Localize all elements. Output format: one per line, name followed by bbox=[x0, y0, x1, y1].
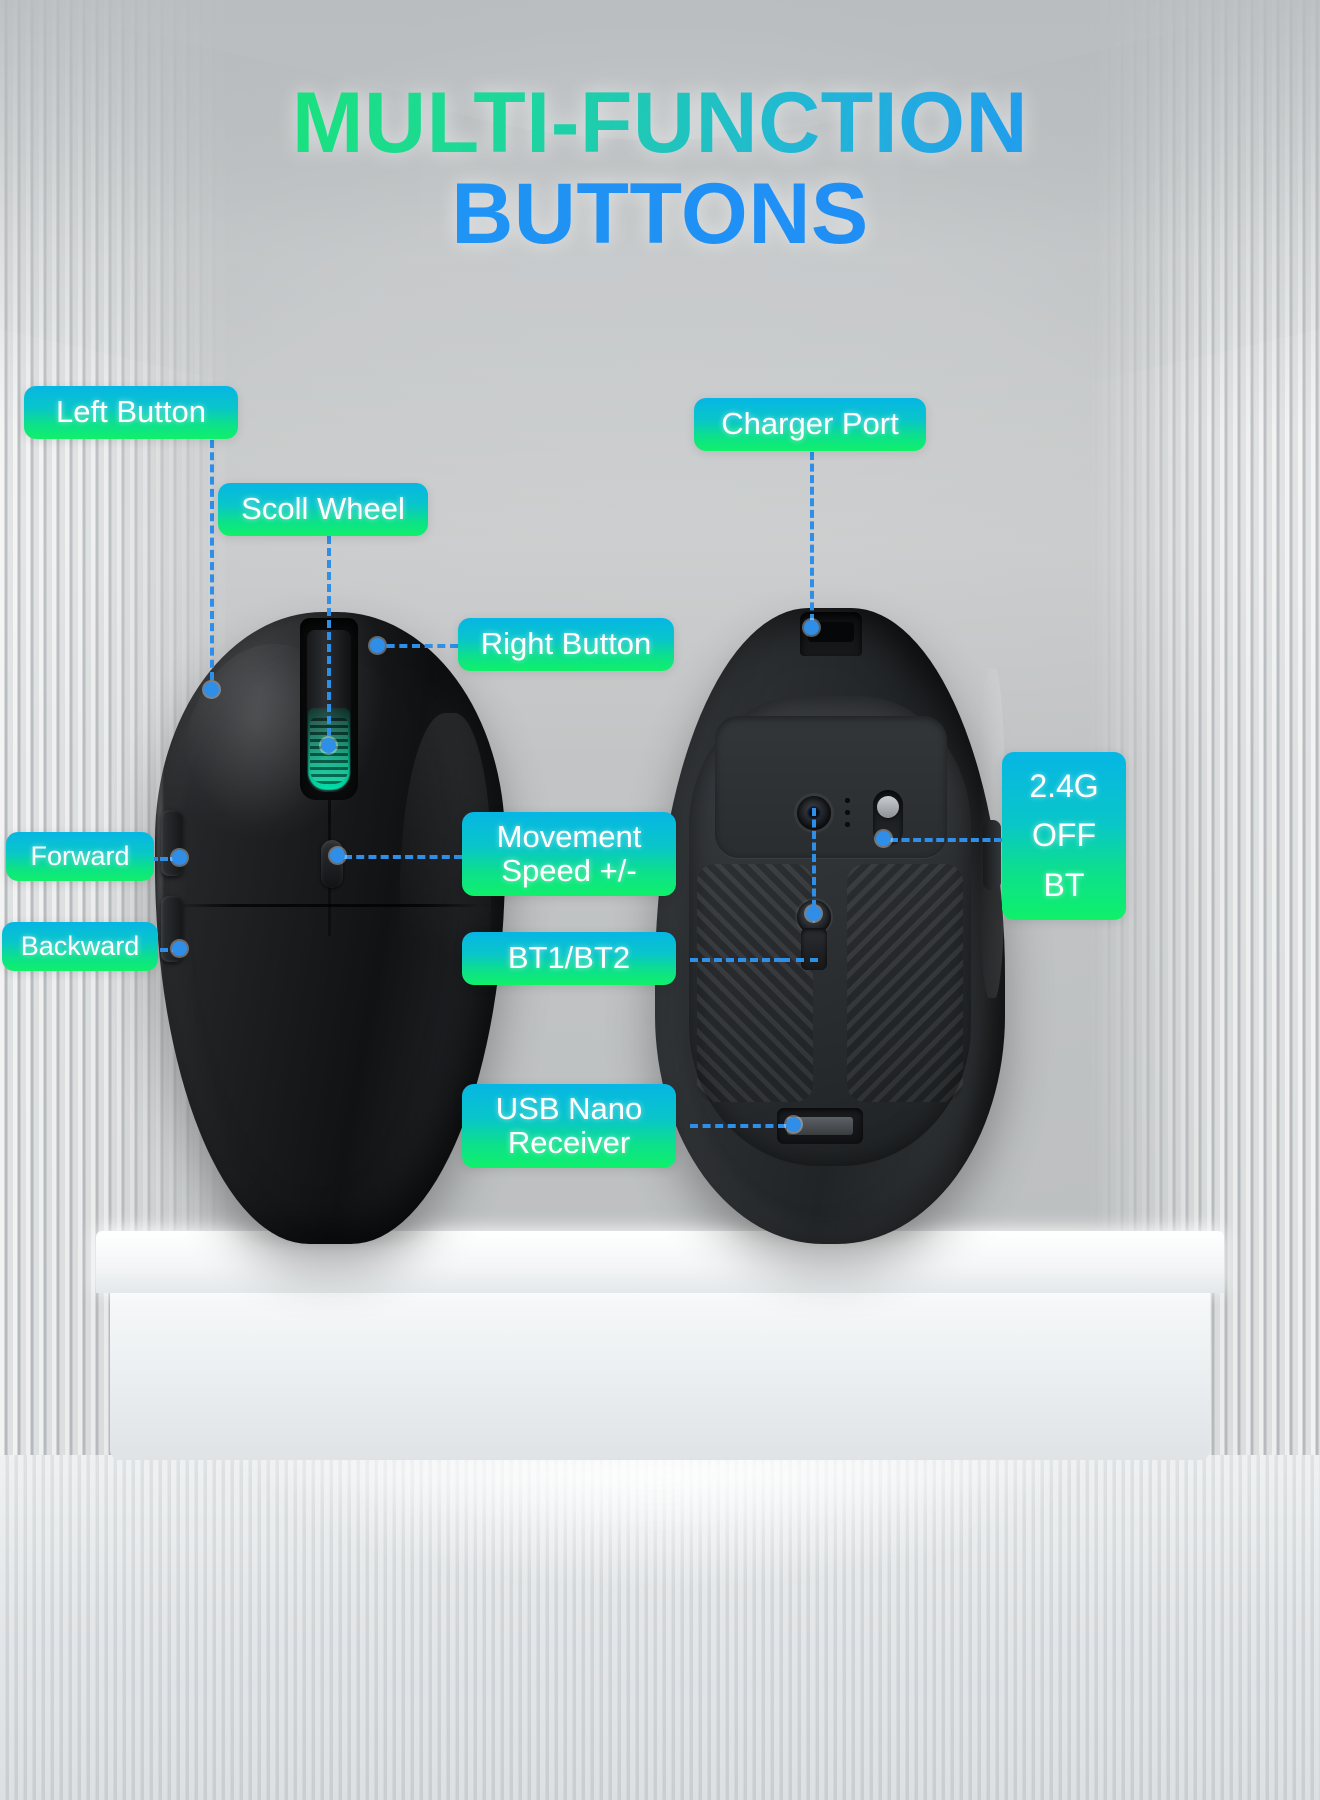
connector-bt1-bt2 bbox=[690, 958, 782, 962]
connector-bt1-bt2-lead bbox=[782, 958, 818, 962]
connector-dot-movement-speed bbox=[330, 848, 345, 863]
label-left-button[interactable]: Left Button bbox=[24, 386, 238, 439]
title-line-2: BUTTONS bbox=[0, 168, 1320, 260]
label-forward[interactable]: Forward bbox=[6, 832, 154, 881]
label-mode-bt: BT bbox=[1043, 866, 1085, 903]
mode-switch-knob bbox=[877, 796, 899, 818]
connector-dot-scroll-wheel bbox=[321, 738, 336, 753]
connector-left-button bbox=[210, 440, 214, 680]
connector-scroll-wheel bbox=[327, 536, 331, 736]
charger-port-opening bbox=[808, 622, 854, 642]
connector-charger-port bbox=[810, 452, 814, 622]
connector-dot-charger-port bbox=[804, 620, 819, 635]
label-mode-switch[interactable]: 2.4G OFF BT bbox=[1002, 752, 1126, 920]
connector-usb-nano-receiver bbox=[690, 1124, 786, 1128]
label-movement-speed[interactable]: Movement Speed +/- bbox=[462, 812, 676, 896]
label-bt1-bt2[interactable]: BT1/BT2 bbox=[462, 932, 676, 985]
status-led-group bbox=[845, 798, 861, 828]
connector-backward bbox=[148, 948, 180, 952]
connector-bt1-bt2-vertical bbox=[812, 808, 816, 908]
connector-dot-right-button bbox=[370, 638, 385, 653]
forward-side-button bbox=[161, 810, 183, 876]
connector-mode-switch bbox=[890, 838, 1002, 842]
connector-dot-left-button bbox=[204, 682, 219, 697]
label-mode-off: OFF bbox=[1032, 817, 1096, 854]
podium-front-face bbox=[110, 1288, 1210, 1460]
connector-dot-backward bbox=[172, 941, 187, 956]
connector-forward bbox=[150, 857, 178, 861]
bluetooth-button-slot bbox=[801, 928, 827, 970]
connector-right-button bbox=[374, 644, 458, 648]
base-recessed-panel bbox=[715, 716, 947, 858]
connector-dot-mode-switch bbox=[876, 831, 891, 846]
connector-dot-forward bbox=[172, 850, 187, 865]
mouse-lower-seam bbox=[181, 904, 477, 907]
connector-movement-speed bbox=[344, 855, 462, 859]
label-scroll-wheel[interactable]: Scoll Wheel bbox=[218, 483, 428, 536]
label-right-button[interactable]: Right Button bbox=[458, 618, 674, 671]
base-texture-right bbox=[847, 864, 963, 1102]
connector-dot-bt1-bt2 bbox=[806, 906, 821, 921]
base-texture-left bbox=[697, 864, 813, 1102]
connector-dot-usb-nano-receiver bbox=[786, 1117, 801, 1132]
label-charger-port[interactable]: Charger Port bbox=[694, 398, 926, 451]
usb-nano-receiver bbox=[787, 1117, 853, 1135]
title-line-1: MULTI-FUNCTION bbox=[0, 77, 1320, 169]
label-backward[interactable]: Backward bbox=[2, 922, 158, 971]
podium-top-face bbox=[96, 1231, 1224, 1293]
page-title: MULTI-FUNCTION BUTTONS bbox=[0, 77, 1320, 260]
wireless-mouse-bottom-view: ᛏ bbox=[655, 608, 1005, 1248]
bottom-side-button bbox=[983, 820, 1001, 890]
mouse-top-highlight-right bbox=[400, 713, 491, 1080]
dpi-speed-button bbox=[321, 840, 343, 888]
label-mode-24g: 2.4G bbox=[1029, 768, 1099, 805]
label-usb-nano-receiver[interactable]: USB Nano Receiver bbox=[462, 1084, 676, 1168]
